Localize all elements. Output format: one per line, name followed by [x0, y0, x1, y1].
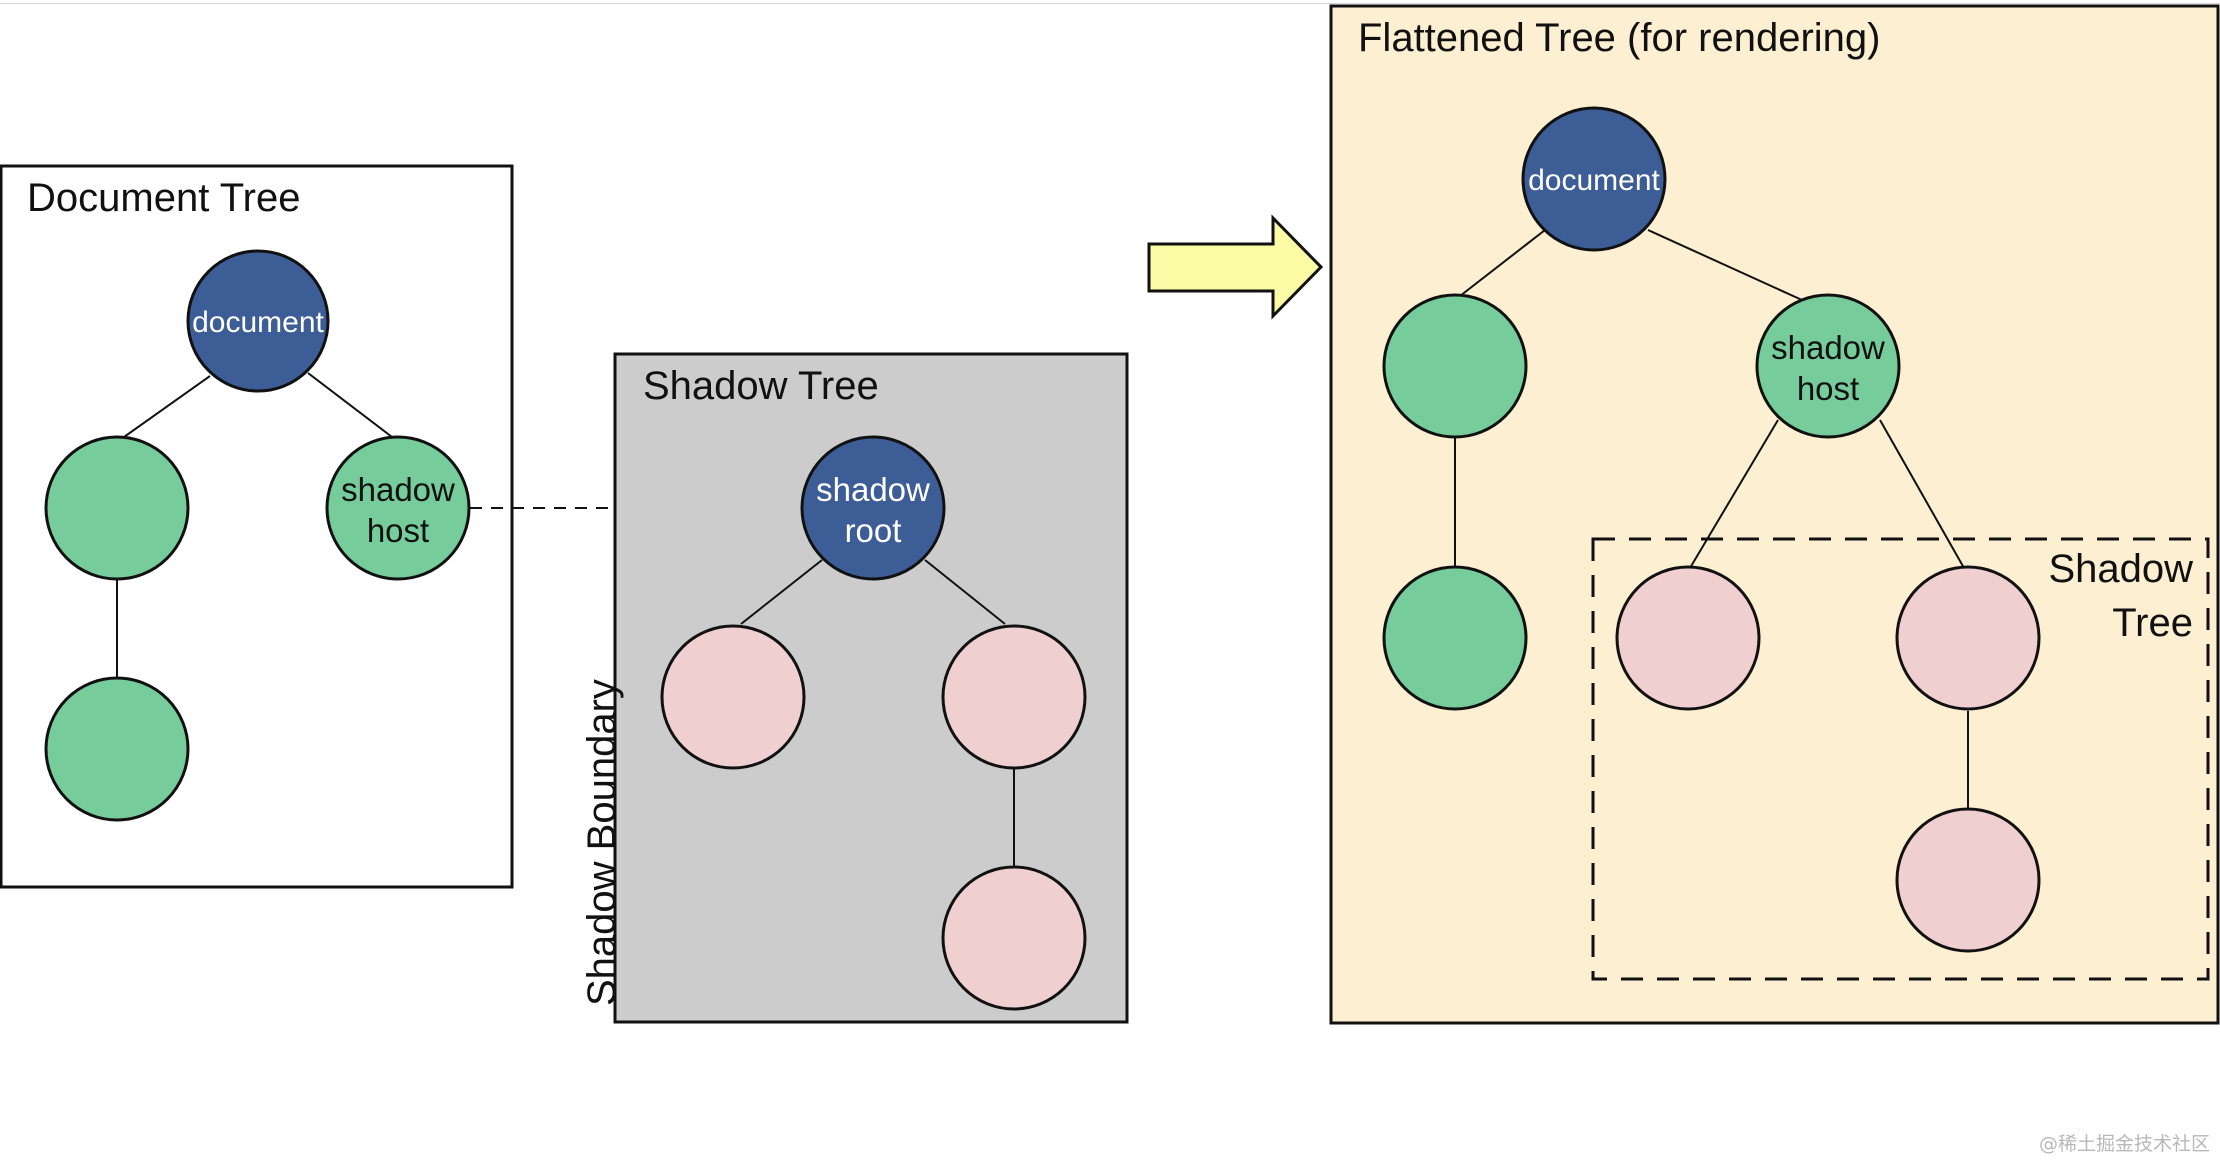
shadow-region-label-line2: Tree	[2112, 601, 2193, 645]
watermark: @稀土掘金技术社区	[2038, 1133, 2210, 1155]
shadow-dom-node	[941, 624, 1087, 770]
document-node: document	[186, 249, 330, 393]
flattened-shadow-host-node: shadow host	[1755, 293, 1901, 439]
flattened-document-node: document	[1521, 106, 1667, 252]
shadow-region-label-line1: Shadow	[2048, 547, 2193, 591]
shadow-dom-node	[660, 624, 806, 770]
shadow-host-label-line1: shadow	[341, 471, 455, 508]
shadow-root-label-line2: root	[845, 512, 902, 549]
document-node-circle	[186, 249, 330, 393]
light-dom-node	[1382, 293, 1528, 439]
shadow-root-label-line1: shadow	[816, 471, 930, 508]
edge-document-to-left-child	[123, 375, 211, 438]
flatten-arrow	[1147, 214, 1324, 320]
flattened-tree-panel: Flattened Tree (for rendering) Shadow Tr…	[1329, 4, 2220, 1025]
shadow-dom-node	[941, 865, 1087, 1011]
edge-shadow-host-to-left-shadow	[1689, 419, 1779, 569]
shadow-host-label-line2: host	[367, 512, 429, 549]
shadow-boundary-label: Shadow Boundary	[580, 679, 624, 1006]
document-tree-panel: Document Tree document shadow host	[0, 164, 514, 889]
document-tree-edges	[116, 372, 393, 679]
document-tree-title: Document Tree	[27, 176, 300, 220]
light-dom-node	[1382, 565, 1528, 711]
edge-document-to-shadow-host	[1647, 229, 1803, 301]
shadow-dom-node	[1895, 565, 2041, 711]
edge-document-to-shadow-host	[307, 372, 393, 438]
edge-shadow-root-to-left	[740, 559, 823, 625]
light-dom-node	[44, 676, 190, 822]
flattened-tree-box	[1329, 4, 2220, 1025]
edge-document-to-left-child	[1459, 229, 1546, 297]
shadow-dom-node	[1895, 807, 2041, 953]
edge-shadow-host-to-right-shadow	[1879, 419, 1965, 569]
shadow-tree-region	[1591, 537, 2210, 981]
shadow-host-node: shadow host	[325, 435, 471, 581]
shadow-root-node: shadow root	[800, 435, 946, 581]
flattened-tree-title: Flattened Tree (for rendering)	[1358, 16, 1880, 60]
flattened-document-node-label: document	[1528, 164, 1660, 197]
flattened-shadow-host-label-line1: shadow	[1771, 329, 1885, 366]
shadow-tree-panel: Shadow Tree Shadow Boundary shadow root	[580, 352, 1129, 1024]
edge-shadow-root-to-right	[924, 559, 1006, 625]
flattened-document-node-circle	[1521, 106, 1667, 252]
shadow-host-node-circle	[325, 435, 471, 581]
document-node-label: document	[192, 306, 324, 339]
light-dom-node	[44, 435, 190, 581]
flattened-shadow-host-node-circle	[1755, 293, 1901, 439]
shadow-dom-node	[1615, 565, 1761, 711]
shadow-root-node-circle	[800, 435, 946, 581]
flattened-shadow-host-label-line2: host	[1797, 370, 1859, 407]
top-rule	[0, 3, 2220, 4]
shadow-tree-title: Shadow Tree	[643, 364, 879, 408]
shadow-tree-edges	[740, 559, 1015, 866]
flattened-tree-edges	[1454, 229, 1969, 809]
